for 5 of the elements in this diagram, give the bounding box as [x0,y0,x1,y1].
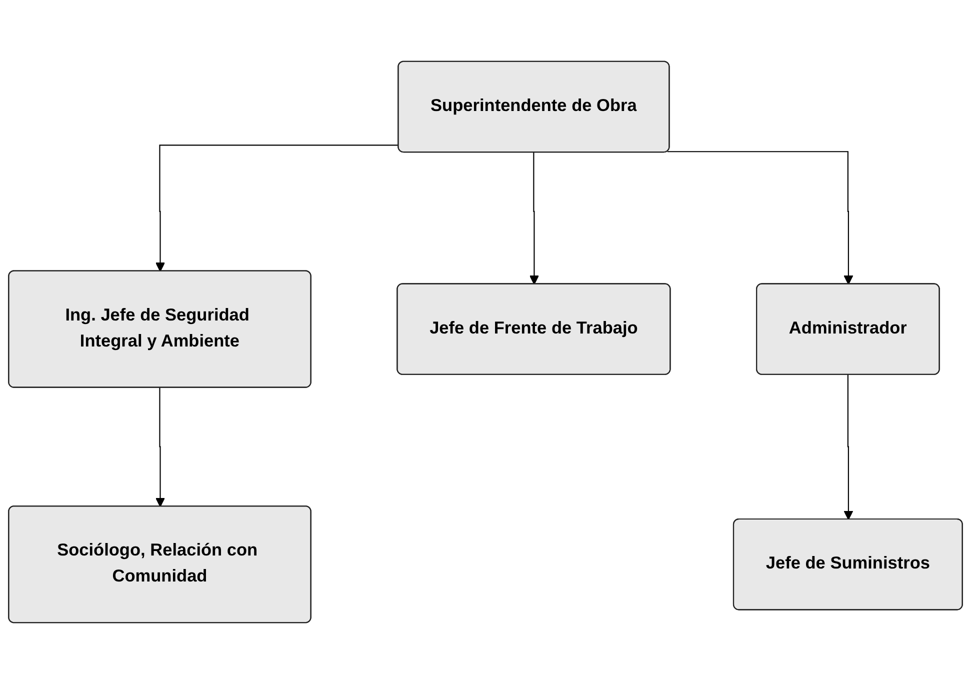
arrow [156,144,399,272]
arrow [667,151,854,285]
arrow [156,387,165,508]
arrow [529,152,539,285]
arrow [844,374,854,520]
